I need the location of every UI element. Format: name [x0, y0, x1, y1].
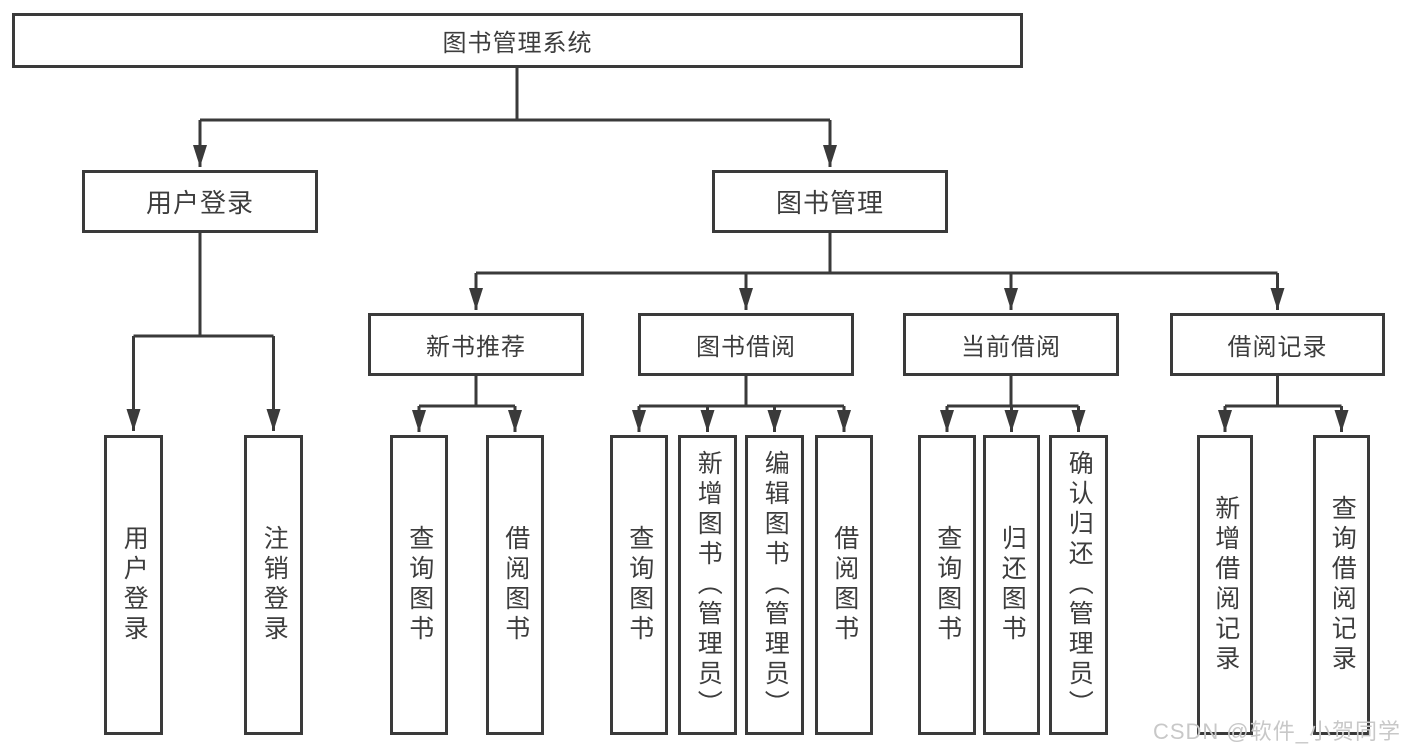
leaf-borrow-add-books-admin: 新增图书（管理员）	[678, 435, 737, 735]
leaf-borrow-edit-books-admin: 编辑图书（管理员）	[745, 435, 804, 735]
leaf-logout: 注销登录	[244, 435, 303, 735]
leaf-current-return-books: 归还图书	[983, 435, 1040, 735]
node-book-borrow: 图书借阅	[638, 313, 854, 376]
node-user-login-group: 用户登录	[82, 170, 318, 233]
node-current-borrow: 当前借阅	[903, 313, 1119, 376]
leaf-current-query-books: 查询图书	[918, 435, 976, 735]
node-library-management-system: 图书管理系统	[12, 13, 1023, 68]
node-borrow-records: 借阅记录	[1170, 313, 1385, 376]
leaf-current-confirm-return-admin: 确认归还（管理员）	[1049, 435, 1108, 735]
csdn-watermark: CSDN @软件_小贺同学	[1152, 719, 1401, 744]
leaf-recommend-query-books: 查询图书	[390, 435, 448, 735]
leaf-user-login: 用户登录	[104, 435, 163, 735]
leaf-records-query-record: 查询借阅记录	[1313, 435, 1370, 735]
node-book-management-group: 图书管理	[712, 170, 948, 233]
leaf-borrow-query-books: 查询图书	[610, 435, 668, 735]
leaf-recommend-borrow-books: 借阅图书	[486, 435, 544, 735]
leaf-borrow-borrow-books: 借阅图书	[815, 435, 873, 735]
leaf-records-add-record: 新增借阅记录	[1197, 435, 1253, 735]
node-new-book-recommend: 新书推荐	[368, 313, 584, 376]
